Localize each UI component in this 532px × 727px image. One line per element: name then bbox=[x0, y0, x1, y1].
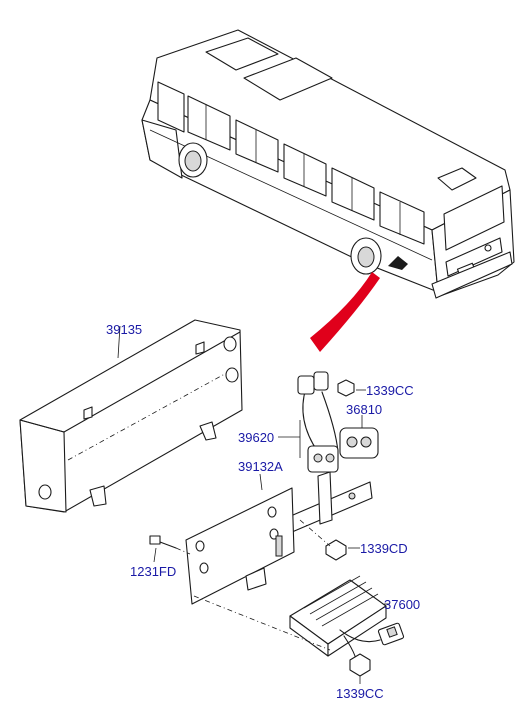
bracket bbox=[285, 471, 373, 533]
nut-1339CC-bottom bbox=[349, 653, 371, 684]
part-label-1231FD: 1231FD bbox=[130, 564, 176, 579]
part-label-1339CD: 1339CD bbox=[360, 541, 408, 556]
part-label-39620: 39620 bbox=[238, 430, 274, 445]
part-label-36810: 36810 bbox=[346, 402, 382, 417]
part-label-39132A: 39132A bbox=[238, 459, 283, 474]
pointer-arrow-icon bbox=[310, 272, 380, 352]
part-label-39135: 39135 bbox=[106, 322, 142, 337]
bolt-1231FD bbox=[149, 535, 191, 563]
regulator-37600 bbox=[193, 575, 405, 669]
part-label-1339CC-top: 1339CC bbox=[366, 383, 414, 398]
nut-1339CD bbox=[299, 519, 360, 561]
switch-36810 bbox=[339, 415, 379, 459]
part-label-37600: 37600 bbox=[384, 597, 420, 612]
bus-illustration bbox=[141, 29, 515, 299]
part-label-1339CC-bottom: 1339CC bbox=[336, 686, 384, 701]
relay-39620 bbox=[278, 371, 339, 473]
plate-39132A bbox=[185, 473, 295, 605]
location-marker-icon bbox=[388, 256, 408, 270]
nut-1339CC-top bbox=[337, 379, 366, 397]
cover-box-39135 bbox=[19, 319, 243, 513]
